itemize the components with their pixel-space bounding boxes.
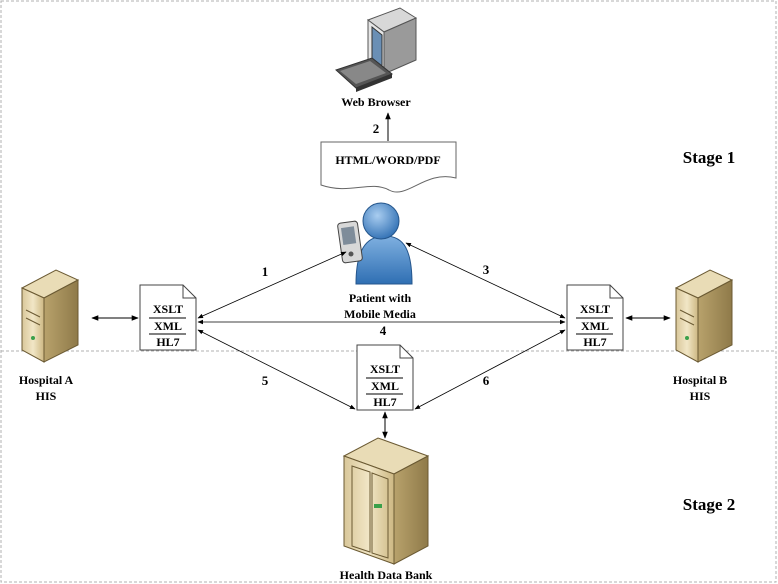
- edge-5-label: 5: [262, 373, 269, 388]
- format-doc-right-line3: HL7: [583, 335, 606, 349]
- web-browser-label: Web Browser: [341, 95, 411, 109]
- format-doc-right-line2: XML: [581, 319, 609, 333]
- edge-6-label: 6: [483, 373, 490, 388]
- hospital-b-label-line2: HIS: [690, 389, 711, 403]
- mobile-device-icon: [337, 220, 363, 264]
- document-shape: [320, 141, 457, 193]
- health-data-bank-server-icon: [342, 437, 430, 565]
- format-doc-bottom-line3: HL7: [373, 395, 396, 409]
- hospital-a-server-icon: [20, 269, 80, 363]
- stage-2-label: Stage 2: [683, 495, 735, 514]
- format-doc-bottom-line2: XML: [371, 379, 399, 393]
- edge-6-line: [414, 329, 566, 410]
- health-data-bank-label: Health Data Bank: [340, 568, 433, 582]
- edge-4-label: 4: [380, 323, 387, 338]
- computer-icon: [335, 7, 418, 92]
- hospital-a-label-line1: Hospital A: [19, 373, 74, 387]
- patient-icon: [355, 202, 413, 285]
- format-doc-left-line2: XML: [154, 319, 182, 333]
- hospital-b-label-line1: Hospital B: [673, 373, 727, 387]
- edge-5-line: [197, 329, 356, 410]
- edge-1-label: 1: [262, 264, 269, 279]
- format-doc-left-line1: XSLT: [153, 302, 183, 316]
- format-doc-right: [566, 284, 624, 351]
- edge-2-label: 2: [373, 121, 380, 136]
- patient-label-line2: Mobile Media: [344, 307, 416, 321]
- format-doc-right-line1: XSLT: [580, 302, 610, 316]
- document-label: HTML/WORD/PDF: [335, 153, 440, 167]
- hospital-a-label-line2: HIS: [36, 389, 57, 403]
- edge-1-line: [197, 251, 347, 319]
- stage-1-label: Stage 1: [683, 148, 735, 167]
- format-doc-left: [139, 284, 197, 351]
- format-doc-left-line3: HL7: [156, 335, 179, 349]
- hospital-b-server-icon: [674, 269, 734, 363]
- patient-label-line1: Patient with: [349, 291, 412, 305]
- format-doc-bottom-line1: XSLT: [370, 362, 400, 376]
- format-doc-bottom: [356, 344, 414, 411]
- edge-3-label: 3: [483, 262, 490, 277]
- edge-3-line: [405, 242, 566, 319]
